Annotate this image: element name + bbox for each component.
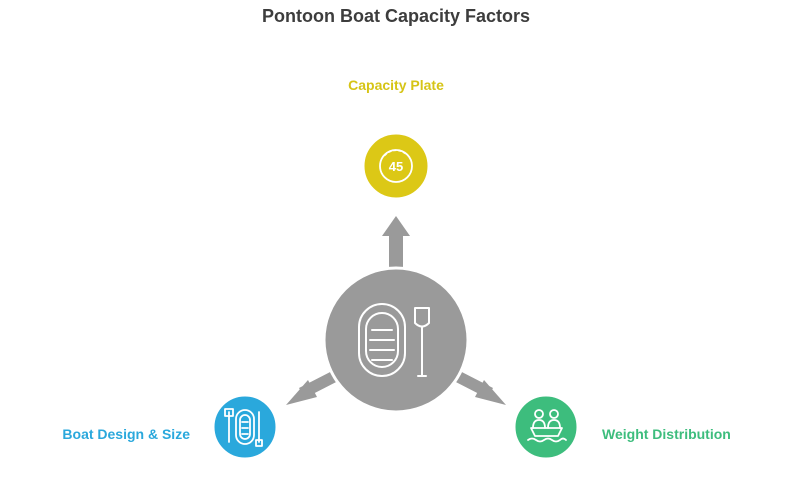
raft-paddle-icon [224, 408, 263, 447]
arrow-right-head [475, 380, 506, 405]
arrow-left-head [286, 380, 317, 405]
arrow-up-head [382, 216, 410, 236]
people-in-boat-icon [527, 409, 567, 443]
arrow-up-shaft [389, 232, 403, 272]
arrows [286, 216, 506, 405]
label-capacity-plate: Capacity Plate [348, 77, 444, 93]
node-circle-capacity-plate [361, 131, 431, 201]
node-circle-weight-distribution [512, 393, 580, 461]
inflatable-boat-with-paddle-icon [358, 303, 430, 377]
diagram-title: Pontoon Boat Capacity Factors [261, 6, 531, 26]
speed-45-icon-text: 45 [389, 159, 403, 174]
speed-45-icon [379, 149, 413, 183]
label-boat-design-size: Boat Design & Size [62, 426, 190, 442]
node-circle-boat-design [211, 393, 279, 461]
center-circle [322, 266, 470, 414]
label-weight-distribution: Weight Distribution [602, 426, 731, 442]
